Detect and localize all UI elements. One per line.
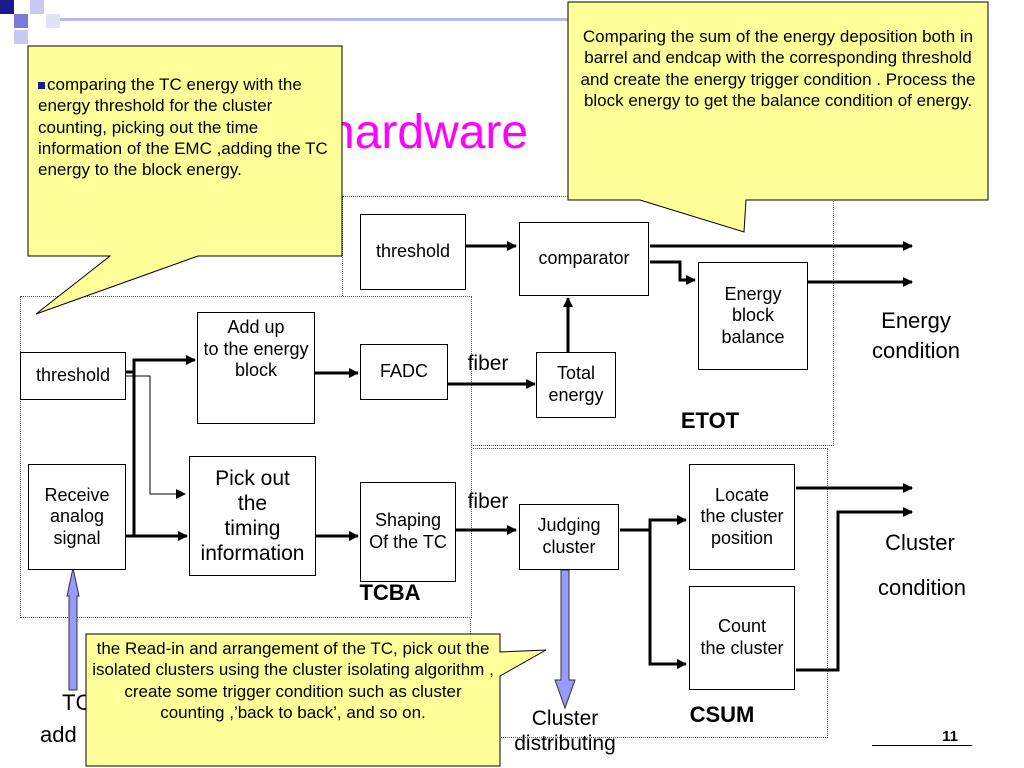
total-energy-box: Total energy [536, 352, 616, 418]
energy-block-balance-box: Energy block balance [698, 262, 808, 370]
etot-threshold-box: threshold [360, 214, 466, 290]
locate-cluster-box: Locate the cluster position [689, 464, 795, 570]
tc-partial-label-2: add [40, 722, 77, 747]
fadc-box: FADC [360, 344, 448, 400]
tcba-label: TCBA [359, 580, 421, 605]
fiber-label-top: fiber [467, 352, 509, 375]
page-number: 11 [942, 728, 958, 745]
etot-label: ETOT [680, 408, 740, 433]
slide-title: hardware [328, 106, 529, 159]
header-square-2 [14, 14, 28, 28]
cluster-distributing-label: Cluster distributing [514, 707, 616, 756]
pick-out-timing-box: Pick out the timing information [189, 456, 316, 576]
callout-top-right: Comparing the sum of the energy depositi… [580, 27, 976, 110]
count-cluster-box: Count the cluster [689, 586, 795, 690]
fiber-label-bottom: fiber [467, 490, 509, 513]
csum-label: CSUM [689, 702, 755, 727]
energy-condition-label: Energy condition [871, 308, 961, 363]
page-number-underline [872, 745, 972, 746]
tcba-threshold-box: threshold [20, 352, 126, 400]
cluster-condition-label-1: Cluster [885, 530, 955, 555]
add-up-energy-block-box: Add up to the energy block [197, 312, 315, 424]
callout-top-left-text: comparing the TC energy with the energy … [38, 75, 328, 179]
header-line [60, 18, 580, 21]
header-square-5 [46, 14, 60, 28]
cluster-condition-label-2: condition [877, 575, 967, 600]
comparator-box: comparator [519, 222, 649, 296]
shaping-box: Shaping Of the TC [360, 482, 456, 582]
header-square-4 [14, 30, 28, 44]
receive-analog-signal-box: Receive analog signal [28, 464, 126, 570]
bullet-square-icon [38, 82, 45, 90]
callout-top-left: comparing the TC energy with the energy … [38, 74, 338, 180]
header-square-1 [0, 0, 14, 14]
header-square-3 [30, 0, 44, 14]
callout-bottom: the Read-in and arrangement of the TC, p… [92, 639, 494, 722]
judging-cluster-box: Judging cluster [519, 504, 619, 570]
